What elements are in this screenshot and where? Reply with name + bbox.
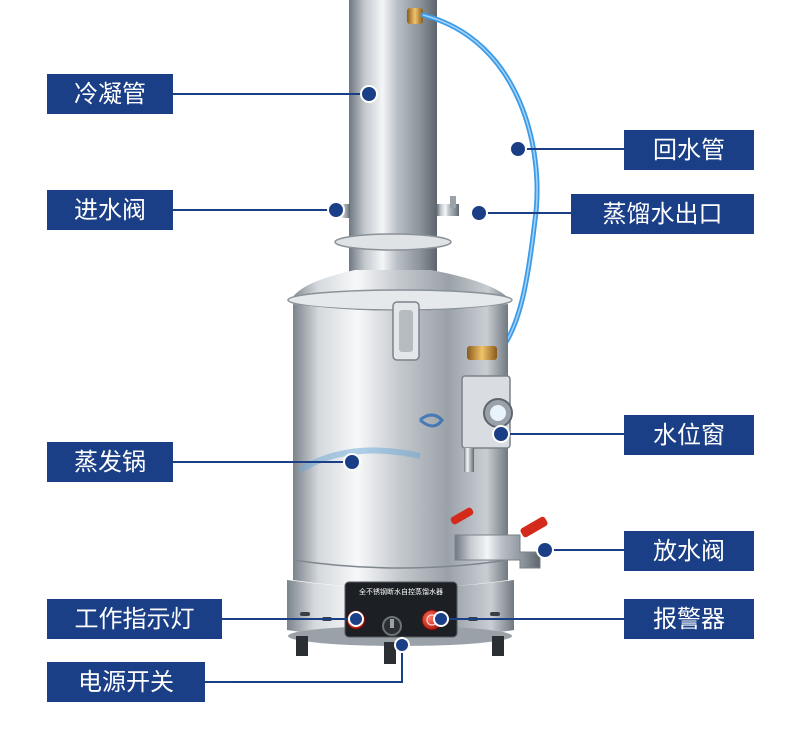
label-power-switch: 电源开关 [47, 662, 205, 702]
power-switch-mark [390, 619, 394, 628]
leader-lines [173, 93, 624, 683]
logo-mark [419, 413, 444, 428]
label-alarm: 报警器 [624, 599, 754, 639]
logo-swoosh [298, 447, 421, 473]
label-indicator-light: 工作指示灯 [47, 599, 222, 639]
foot-left [296, 636, 308, 656]
condenser-tube [349, 0, 437, 300]
window-drain-stub [464, 448, 474, 472]
panel-text: 全不锈钢断水自控蒸馏水器 [359, 587, 443, 596]
body-seam [292, 559, 509, 569]
dot-condenser [360, 85, 378, 103]
drain-valve-pipe [454, 534, 541, 569]
dot-drain [536, 541, 554, 559]
window-glass [490, 405, 506, 421]
callout-dots [327, 85, 554, 653]
label-inlet-valve: 进水阀 [47, 190, 173, 230]
label-water-level-window: 水位窗 [624, 415, 754, 455]
return-hose-highlight [422, 14, 538, 355]
dot-indicator [348, 611, 364, 627]
dot-inlet [327, 201, 345, 219]
drain-valve-handle-2 [450, 507, 474, 525]
body-fitting [467, 346, 497, 360]
label-boiler: 蒸发锅 [47, 442, 173, 482]
dot-window [492, 425, 510, 443]
dot-alarm [433, 611, 449, 627]
label-condenser: 冷凝管 [47, 74, 173, 114]
drain-valve-handle [520, 516, 548, 538]
top-fitting [407, 8, 423, 24]
label-drain-valve: 放水阀 [624, 531, 754, 571]
label-return-pipe: 回水管 [624, 130, 754, 170]
foot-right [492, 636, 504, 656]
foot-center [384, 642, 396, 664]
leader-power [205, 645, 403, 683]
dot-outlet [470, 204, 488, 222]
flange-ring [334, 233, 452, 251]
outlet-nozzle-stub [450, 196, 456, 208]
dot-boiler [343, 453, 361, 471]
lid-clamp-inner [399, 310, 413, 352]
dot-power [394, 637, 410, 653]
dot-return [509, 140, 527, 158]
label-distilled-outlet: 蒸馏水出口 [571, 194, 754, 234]
